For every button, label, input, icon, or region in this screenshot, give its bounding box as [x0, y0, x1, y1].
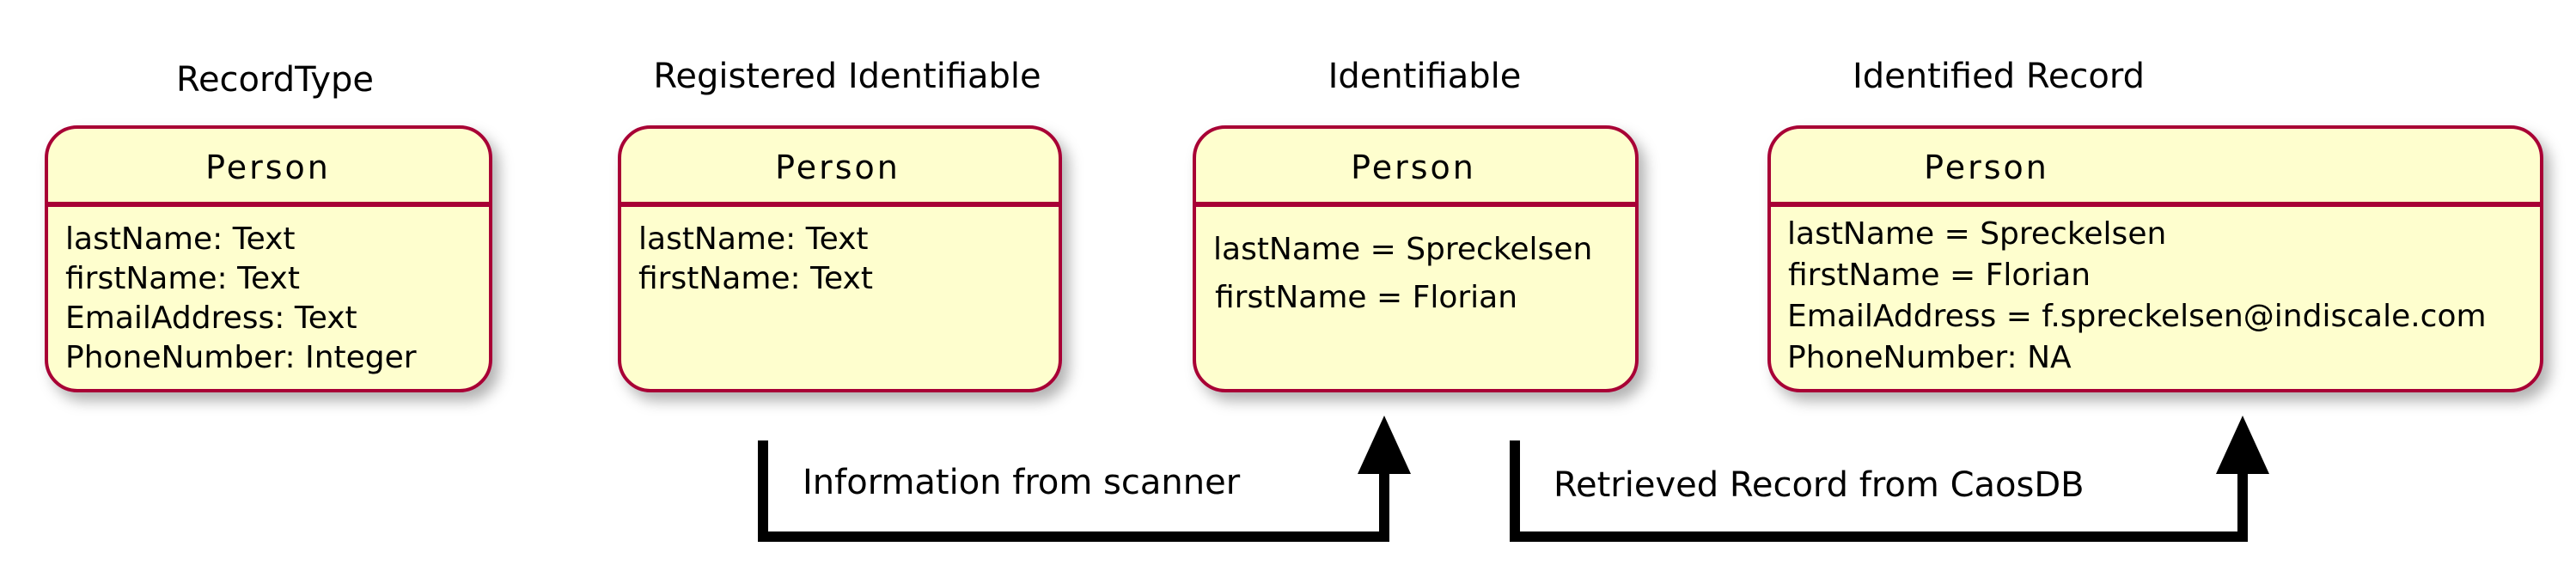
node-title: Registered Identifiable: [653, 57, 1041, 96]
attribute: firstName = Florian: [1215, 280, 1517, 315]
class-box: [1767, 125, 2543, 392]
node-identifiable: Identifiable Person lastName = Spreckels…: [1193, 57, 1639, 392]
edge-information-from-scanner: Information from scanner: [758, 416, 1411, 542]
node-identified-record: Identified Record Person lastName = Spre…: [1767, 57, 2543, 392]
class-box: [1193, 125, 1639, 392]
attribute: PhoneNumber: Integer: [65, 340, 417, 375]
attribute: EmailAddress: Text: [65, 301, 357, 336]
edge-label: Retrieved Record from CaosDB: [1554, 465, 2085, 505]
class-box: [45, 125, 492, 392]
edge-label: Information from scanner: [803, 463, 1241, 502]
node-title: RecordType: [176, 60, 374, 100]
class-name: Person: [205, 149, 331, 186]
node-registered-identifiable: Registered Identifiable Person lastName:…: [618, 57, 1062, 392]
attribute: firstName: Text: [65, 261, 300, 296]
attribute: lastName = Spreckelsen: [1787, 216, 2166, 252]
attribute: firstName: Text: [638, 261, 873, 296]
class-name: Person: [775, 149, 900, 186]
arrowhead-icon: [2216, 416, 2269, 474]
class-box: [618, 125, 1062, 392]
class-name: Person: [1351, 149, 1476, 186]
attribute: lastName: Text: [638, 222, 869, 257]
edge-line: [1510, 440, 2248, 542]
attribute: lastName: Text: [65, 222, 296, 257]
edge-retrieved-record: Retrieved Record from CaosDB: [1510, 416, 2269, 542]
arrowhead-icon: [1358, 416, 1411, 474]
edge-line: [758, 440, 1389, 542]
attribute: EmailAddress = f.spreckelsen@indiscale.c…: [1787, 299, 2487, 334]
attribute: PhoneNumber: NA: [1787, 340, 2072, 375]
attribute: firstName = Florian: [1788, 258, 2091, 293]
attribute: lastName = Spreckelsen: [1213, 232, 1592, 267]
node-recordtype: RecordType Person lastName: Text firstNa…: [45, 60, 492, 392]
node-title: Identifiable: [1328, 57, 1522, 96]
node-title: Identified Record: [1853, 57, 2145, 96]
class-name: Person: [1924, 149, 2049, 186]
